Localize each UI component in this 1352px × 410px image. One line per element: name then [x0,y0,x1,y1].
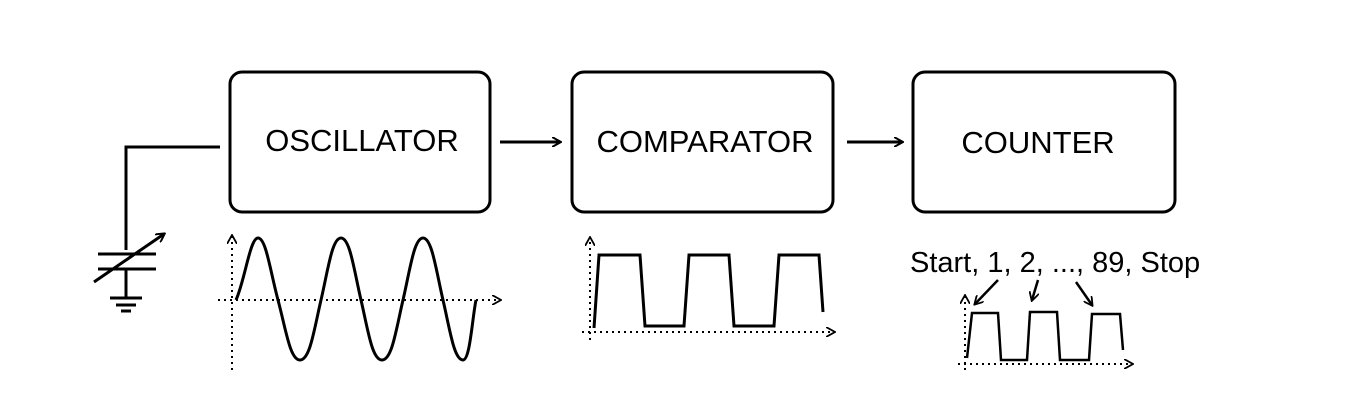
sine-wave-plot [218,236,500,370]
counter-block [911,70,1177,214]
count-arrows [975,279,1092,305]
oscillator-block [228,70,492,214]
comparator-block [570,70,835,214]
counter-sequence-label: Start, 1, 2, ..., 89, Stop [910,247,1200,279]
comparator-square-wave-plot [582,238,834,340]
counter-label: COUNTER [961,125,1114,160]
variable-capacitor-icon [93,145,220,313]
counter-square-wave-plot [958,296,1132,370]
comparator-label: COMPARATOR [596,124,813,159]
oscillator-label: OSCILLATOR [265,123,459,158]
